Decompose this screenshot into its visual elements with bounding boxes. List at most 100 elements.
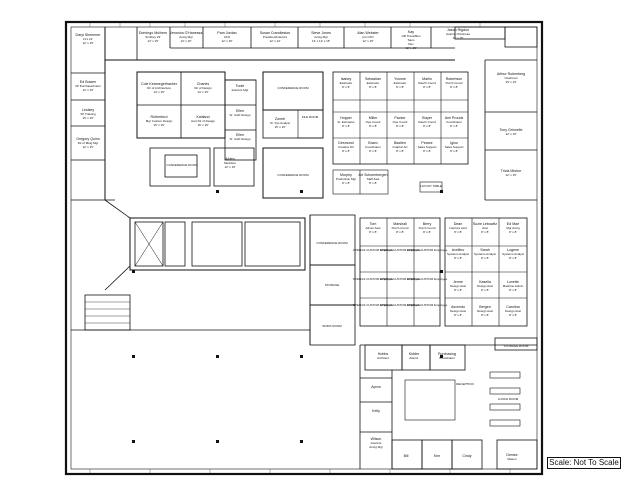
cube-a-15-sub: Production Mgr bbox=[336, 177, 356, 181]
cube-b-4: Suzie Lebowitz bbox=[473, 222, 497, 226]
cube-a-6-sub: 8' x 8' bbox=[369, 124, 377, 128]
cube-a-3: Marlin bbox=[422, 77, 432, 81]
cube-a-4: Robertson bbox=[446, 77, 463, 81]
room-r08-sub: Dev bbox=[408, 42, 414, 46]
cube-a-2: Yvonne bbox=[394, 77, 406, 81]
cube-b-9-sub: 8' x 8' bbox=[454, 288, 462, 292]
room-r24-sub: 12' x 15' bbox=[225, 165, 236, 169]
cube-b-8-sub: Systems Analyst bbox=[502, 252, 524, 256]
lower-room-7: Kim bbox=[434, 454, 440, 458]
room-r19: Gregory Quinn bbox=[76, 137, 100, 141]
cube-a-7-sub: Ope Coord bbox=[393, 120, 408, 124]
cube-b-8: Lugene bbox=[507, 248, 519, 252]
cube-b-6-sub: Systems Analyst bbox=[447, 252, 469, 256]
cube-a-9: Ami Prouds bbox=[445, 116, 464, 120]
room-r15-sub: Interiors Mgr bbox=[232, 88, 249, 92]
room-r02-sub: 13' x 15' bbox=[148, 39, 159, 43]
cube-a-10-sub: 8' x 8' bbox=[342, 149, 350, 153]
open-cube-1: OPEN/24 CUSTOM Employee bbox=[380, 248, 421, 252]
cube-b-14: Carolina bbox=[506, 305, 519, 309]
open-cube-0: OPEN/24 CUSTOM Employee bbox=[353, 248, 394, 252]
lower-room-0: Hobbs bbox=[378, 352, 389, 356]
cube-a-11-sub: 8' x 8' bbox=[369, 149, 377, 153]
room-r07-sub: pro CFO bbox=[362, 35, 374, 39]
cube-a-2-sub: 8' x 8' bbox=[396, 85, 404, 89]
room-r21-sub: 15' x 15' bbox=[506, 80, 517, 84]
cube-a-5-sub: 8' x 8' bbox=[342, 124, 350, 128]
cube-b-10-sub: Design Asst bbox=[477, 284, 493, 288]
cube-a-3-sub: Dasch Coord bbox=[418, 81, 436, 85]
lower-room-6: Bill bbox=[404, 454, 409, 458]
lower-room-2-sub: Coordinator bbox=[439, 356, 455, 360]
room-r10-sub: 12' x 15' bbox=[83, 88, 94, 92]
room-r15: Toole bbox=[236, 84, 245, 88]
room-r13-sub: Mgr Custom Design bbox=[146, 119, 173, 123]
floor-plan-walls bbox=[64, 20, 544, 476]
cube-b-11: Lunette bbox=[507, 280, 519, 284]
room-r16: Ellen bbox=[236, 109, 244, 113]
cube-a-15: Murphy bbox=[340, 173, 352, 177]
room-r08: Kay bbox=[408, 30, 414, 34]
cube-a-8-sub: 8' x 8' bbox=[423, 124, 431, 128]
label-l04: CONFERENCE ROOM bbox=[166, 163, 198, 167]
room-r17-sub: Sr. CAD Design bbox=[229, 137, 250, 141]
cube-b-0: Tom bbox=[370, 222, 377, 226]
room-r20-sub: Sr. Sys Analyst bbox=[270, 121, 290, 125]
cube-a-12-sub: 8' x 8' bbox=[396, 149, 404, 153]
room-r14: Kaitland bbox=[197, 115, 210, 119]
open-cube-5: OPEN/24 CUSTOM Employee bbox=[407, 277, 448, 281]
room-r03-sub: Acctg Mgr bbox=[179, 35, 193, 39]
cube-a-14-sub: 8' x 8' bbox=[450, 149, 458, 153]
cube-b-2-sub: 8' x 8' bbox=[423, 230, 431, 234]
cube-a-8: Slayer bbox=[422, 116, 433, 120]
room-r04-sub: 12' x 15' bbox=[222, 39, 233, 43]
cube-b-2-sub: Purch Coord bbox=[419, 226, 436, 230]
cube-b-13-sub: 8' x 8' bbox=[481, 313, 489, 317]
cube-a-12-sub: Graphic Art bbox=[392, 145, 407, 149]
room-r19-sub: 12' x 15' bbox=[83, 145, 94, 149]
room-r05-sub: President/Interiors bbox=[263, 35, 288, 39]
label-l11: STORAGE ROOM bbox=[504, 344, 529, 348]
cube-b-11-sub: 8' x 8' bbox=[509, 288, 517, 292]
room-r11-sub: 13' x 15' bbox=[154, 90, 165, 94]
cube-b-0-sub: Admin Asst bbox=[365, 226, 380, 230]
cube-a-16: Art Schoenbergen bbox=[359, 173, 388, 177]
room-r06: Steve Jones bbox=[311, 31, 331, 35]
cube-b-1-sub: 8' x 8' bbox=[396, 230, 404, 234]
cube-a-0-sub: 8' x 8' bbox=[342, 85, 350, 89]
cube-a-11-sub: Coordinator bbox=[365, 145, 381, 149]
cube-b-0-sub: 8' x 8' bbox=[369, 230, 377, 234]
room-r12-sub: Dir of Design bbox=[194, 86, 212, 90]
label-l07: STORAGE bbox=[325, 283, 340, 287]
label-l08: LAYOUT TABLE bbox=[420, 184, 442, 188]
cube-a-12: Bastien bbox=[394, 141, 406, 145]
room-r10: Ed Bowen bbox=[80, 80, 96, 84]
cube-a-0: Isabey bbox=[341, 77, 352, 81]
lower-room-1-sub: Attend. bbox=[409, 356, 419, 360]
room-r03-sub: 13' x 15' bbox=[181, 39, 192, 43]
room-r08-sub: 12' x 15' bbox=[406, 46, 417, 50]
label-l09: RECEPTION bbox=[456, 382, 474, 386]
room-r18-sub: 15' x 15' bbox=[83, 116, 94, 120]
room-r23: Tricia Mishor bbox=[501, 169, 522, 173]
cube-a-3-sub: 8' x 8' bbox=[423, 85, 431, 89]
cube-a-8-sub: Dasch Coord bbox=[418, 120, 436, 124]
room-r24: Alden bbox=[225, 157, 234, 161]
room-r17: Ellen bbox=[236, 133, 244, 137]
cube-b-3: Dean bbox=[454, 222, 463, 226]
cube-b-9: Jenne bbox=[453, 280, 463, 284]
scale-note: Scale: Not To Scale bbox=[547, 457, 621, 469]
lower-room-5-sub: Acctg Mgr bbox=[369, 445, 383, 449]
cube-b-7-sub: 8' x 8' bbox=[481, 256, 489, 260]
room-r14-sub: Acct Dir of Design bbox=[191, 119, 215, 123]
open-cube-4: OPEN/24 CUSTOM Employee bbox=[380, 277, 421, 281]
cube-a-10: Desmund bbox=[338, 141, 353, 145]
cube-b-10-sub: 8' x 8' bbox=[481, 288, 489, 292]
room-r18: Lindsey bbox=[82, 108, 95, 112]
cube-a-4-sub: 8' x 8' bbox=[450, 85, 458, 89]
cube-b-6-sub: 8' x 8' bbox=[454, 256, 462, 260]
cube-a-1-sub: 8' x 8' bbox=[369, 85, 377, 89]
room-r09: Jason Rigdon bbox=[447, 28, 469, 32]
cube-a-16-sub: Staff Asst bbox=[367, 177, 380, 181]
room-r23-sub: 12' x 15' bbox=[506, 173, 517, 177]
